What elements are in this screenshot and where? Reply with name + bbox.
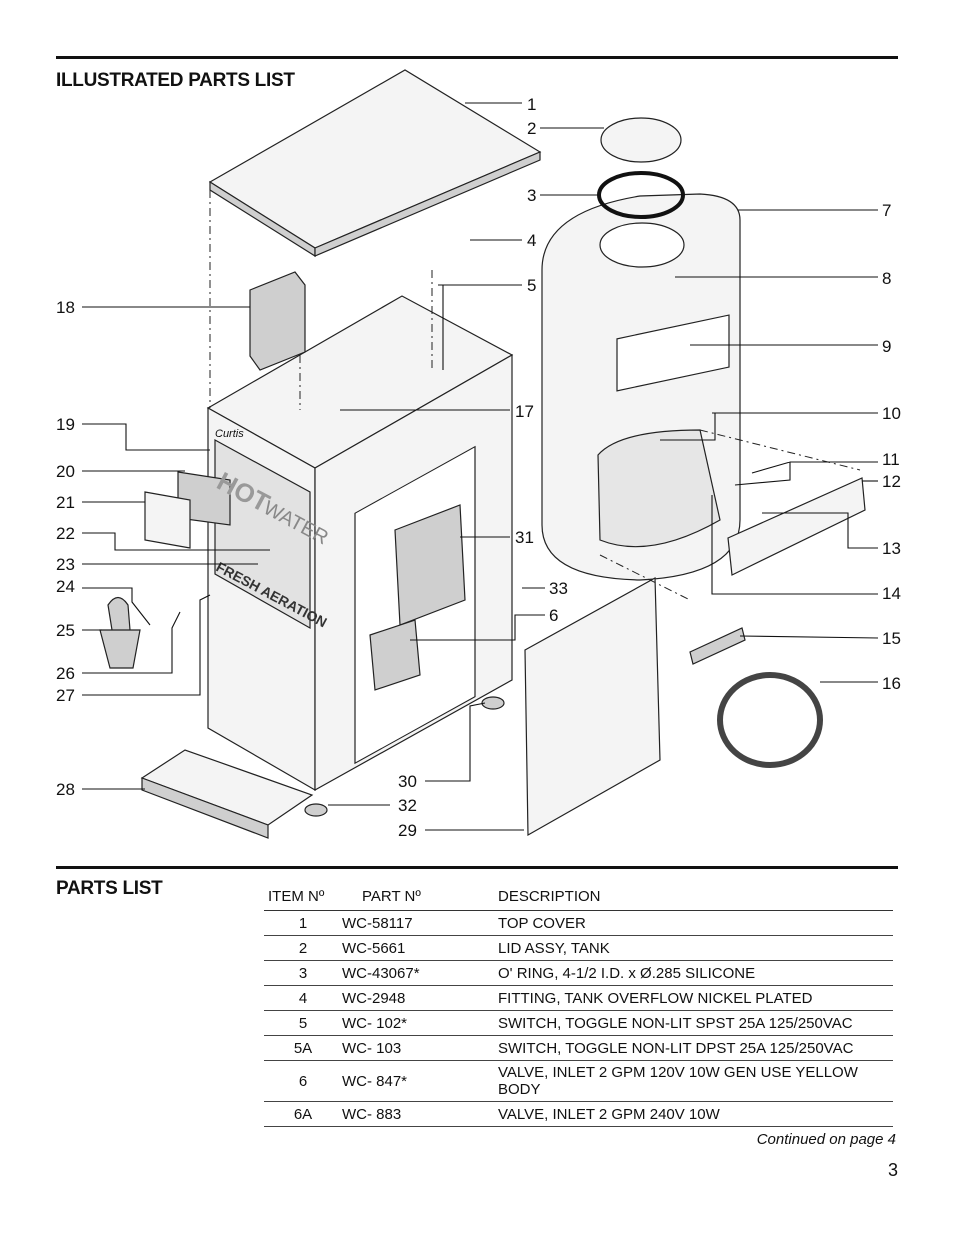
callout-number: 32 xyxy=(398,796,417,815)
description-header: DESCRIPTION xyxy=(498,883,893,911)
callout-number: 28 xyxy=(56,780,75,799)
callout-number: 30 xyxy=(398,772,417,791)
display-bezel-part xyxy=(144,491,191,549)
part-cell: WC- 103 xyxy=(342,1035,498,1061)
callout-number: 20 xyxy=(56,462,75,481)
callout-number: 13 xyxy=(882,539,901,558)
item-cell: 3 xyxy=(264,960,342,986)
callout-number: 18 xyxy=(56,298,75,317)
callout-number: 19 xyxy=(56,415,75,434)
callout-number: 23 xyxy=(56,555,75,574)
item-cell: 1 xyxy=(264,910,342,936)
callout-number: 4 xyxy=(527,231,536,250)
cabinet-part xyxy=(206,295,514,792)
leg-part xyxy=(304,803,328,817)
heater-assembly-part xyxy=(394,504,466,626)
callout-number: 1 xyxy=(527,95,536,114)
callout-number: 27 xyxy=(56,686,75,705)
leader-lines xyxy=(82,102,879,831)
callout-number: 7 xyxy=(882,201,891,220)
illustrated-parts-title: ILLUSTRATED PARTS LIST xyxy=(56,70,295,91)
part-cell: WC- 847* xyxy=(342,1060,498,1102)
inlet-valve-part xyxy=(369,619,421,691)
part-header: PART Nº xyxy=(342,883,498,911)
top-cover-part xyxy=(208,69,542,258)
callout-number: 16 xyxy=(882,674,901,693)
item-cell: 5A xyxy=(264,1035,342,1061)
tank-part xyxy=(541,193,741,581)
callout-number: 11 xyxy=(882,450,900,469)
faucet-part xyxy=(99,596,141,669)
callout-number: 2 xyxy=(527,119,536,138)
table-header-row: ITEM Nº PART Nº DESCRIPTION xyxy=(264,883,893,911)
callout-number: 22 xyxy=(56,524,75,543)
callout-number: 6 xyxy=(549,606,558,625)
description-cell: FITTING, TANK OVERFLOW NICKEL PLATED xyxy=(498,985,893,1011)
callout-number: 31 xyxy=(515,528,534,547)
callout-number: 21 xyxy=(56,493,75,512)
side-panel-part xyxy=(524,576,661,837)
callout-number: 24 xyxy=(56,577,75,596)
callout-number: 33 xyxy=(549,579,568,598)
section-rule xyxy=(56,866,898,869)
callout-number: 5 xyxy=(527,276,536,295)
description-cell: LID ASSY, TANK xyxy=(498,935,893,961)
element-cover-part xyxy=(727,477,866,576)
description-cell: SWITCH, TOGGLE NON-LIT DPST 25A 125/250V… xyxy=(498,1035,893,1061)
part-cell: WC- 102* xyxy=(342,1010,498,1036)
front-brand-label: Curtis xyxy=(215,428,244,440)
part-cell: WC-58117 xyxy=(342,910,498,936)
item-header: ITEM Nº xyxy=(264,883,342,911)
callout-number: 15 xyxy=(882,629,901,648)
callout-number: 17 xyxy=(515,402,534,421)
description-cell: SWITCH, TOGGLE NON-LIT SPST 25A 125/250V… xyxy=(498,1010,893,1036)
control-board-part xyxy=(249,271,306,371)
description-cell: O' RING, 4-1/2 I.D. x Ø.285 SILICONE xyxy=(498,960,893,986)
part-cell: WC-5661 xyxy=(342,935,498,961)
continued-note: Continued on page 4 xyxy=(756,1131,896,1148)
leg-part xyxy=(481,696,505,710)
top-rule xyxy=(56,56,898,59)
item-cell: 5 xyxy=(264,1010,342,1036)
item-cell: 4 xyxy=(264,985,342,1011)
callout-number: 29 xyxy=(398,821,417,840)
callout-number: 10 xyxy=(882,404,901,423)
part-cell: WC-43067* xyxy=(342,960,498,986)
part-cell: WC-2948 xyxy=(342,985,498,1011)
item-cell: 2 xyxy=(264,935,342,961)
hose-part xyxy=(717,672,823,768)
drip-tray-part xyxy=(140,749,314,839)
callout-number: 14 xyxy=(882,584,901,603)
description-cell: VALVE, INLET 2 GPM 240V 10W xyxy=(498,1101,893,1127)
exploded-parts-diagram: Curtis HOT WATER FRESH AERATION xyxy=(56,69,901,840)
tank-lid-part xyxy=(600,117,682,163)
callout-number: 25 xyxy=(56,621,75,640)
page-number: 3 xyxy=(887,1160,898,1180)
callout-number: 3 xyxy=(527,186,536,205)
item-cell: 6A xyxy=(264,1101,342,1127)
part-cell: WC- 883 xyxy=(342,1101,498,1127)
callout-number: 8 xyxy=(882,269,891,288)
callout-number: 9 xyxy=(882,337,891,356)
description-cell: VALVE, INLET 2 GPM 120V 10W GEN USE YELL… xyxy=(498,1060,893,1102)
callout-number: 26 xyxy=(56,664,75,683)
grease-tube-part xyxy=(689,627,746,665)
description-cell: TOP COVER xyxy=(498,910,893,936)
parts-list-title: PARTS LIST xyxy=(56,878,163,899)
callout-number: 12 xyxy=(882,472,901,491)
item-cell: 6 xyxy=(264,1060,342,1102)
